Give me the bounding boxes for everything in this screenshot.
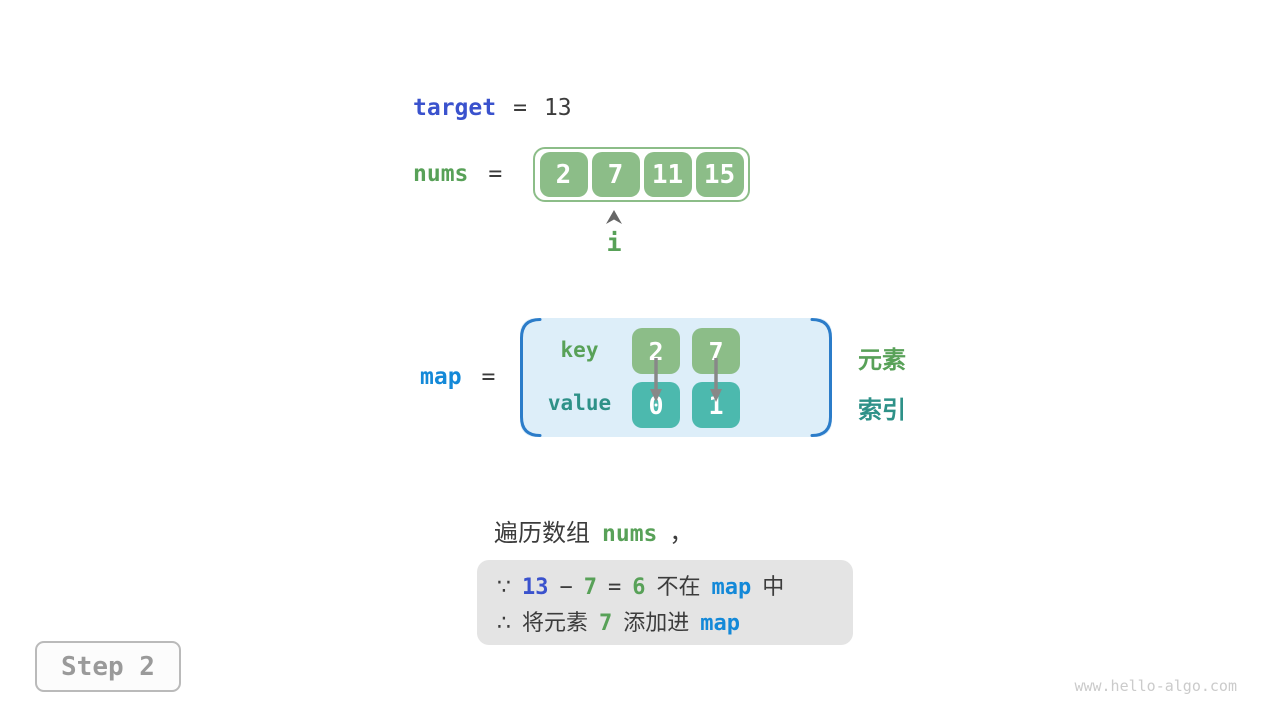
nums-cell-3: 15 (695, 152, 744, 197)
element-side-label: 元素 (858, 346, 906, 374)
map-row-label: map = (420, 364, 495, 390)
index-pointer-label: i (606, 228, 622, 257)
map-key-cell-1: 7 (692, 328, 740, 374)
nums-cell-2: 11 (643, 152, 692, 197)
therefore-symbol: ∴ (497, 611, 511, 636)
caption-nums-code: nums (602, 521, 658, 547)
current-number: 7 (583, 575, 597, 600)
in-suffix-text: 中 (762, 575, 785, 600)
minus-sign: − (559, 575, 573, 600)
map-value-cell-0: 0 (632, 382, 680, 428)
add-element-text: 将元素 (522, 611, 589, 636)
note-line-1: ∵ 13 − 7 = 6 不在 map 中 (497, 569, 853, 605)
because-symbol: ∵ (497, 575, 511, 600)
nums-variable-label: nums (413, 161, 469, 187)
note-line-2: ∴ 将元素 7 添加进 map (497, 605, 853, 641)
map-code-token: map (700, 611, 741, 636)
nums-cell-1: 7 (591, 152, 640, 197)
nums-array: 2 7 11 15 (533, 147, 750, 202)
caption-comma: ， (669, 519, 694, 547)
step-badge: Step 2 (35, 641, 181, 692)
nums-cell-0: 2 (539, 152, 588, 197)
map-panel: key value 2 7 0 1 (520, 318, 832, 437)
difference-number: 6 (632, 575, 646, 600)
target-equals-sign: = (513, 95, 527, 121)
target-number: 13 (522, 575, 549, 600)
add-into-text: 添加进 (623, 611, 690, 636)
target-variable-label: target (413, 95, 497, 121)
target-row: target = 13 (413, 95, 572, 121)
map-equals-sign: = (481, 364, 496, 390)
caption-text: 遍历数组 (494, 519, 590, 547)
map-key-label: key (560, 338, 599, 362)
reasoning-note-box: ∵ 13 − 7 = 6 不在 map 中 ∴ 将元素 7 添加进 map (477, 560, 853, 645)
not-in-text: 不在 (656, 575, 701, 600)
up-arrow-icon (606, 210, 622, 224)
index-side-label: 索引 (858, 396, 906, 424)
nums-equals-sign: = (488, 161, 503, 187)
map-value-cell-1: 1 (692, 382, 740, 428)
map-key-cell-0: 2 (632, 328, 680, 374)
map-code-token: map (711, 575, 752, 600)
map-variable-label: map (420, 364, 462, 390)
target-value: 13 (543, 95, 572, 121)
step-badge-label: Step 2 (61, 651, 155, 682)
equals-sign: = (608, 575, 622, 600)
watermark: www.hello-algo.com (1074, 677, 1237, 695)
caption-sentence: 遍历数组 nums ， (494, 513, 693, 548)
element-number: 7 (599, 611, 613, 636)
nums-row-label: nums = (413, 161, 502, 187)
map-value-label: value (547, 391, 612, 415)
